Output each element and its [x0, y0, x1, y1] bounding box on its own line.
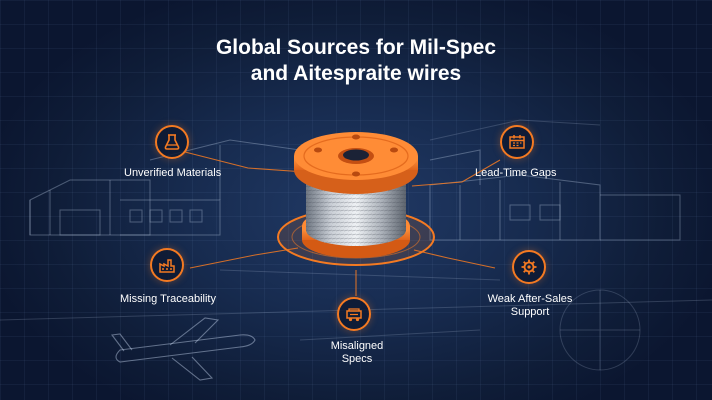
title-line-2: and Aitespraite wires [250, 62, 462, 85]
chemical-flask-icon [164, 134, 180, 150]
callout-after-sales-line1: Weak After-Sales [487, 293, 573, 305]
callout-misaligned-label: Misaligned Specs [322, 340, 392, 366]
callout-after-sales-line2: Support [510, 306, 550, 318]
callout-misaligned-line1: Misaligned [330, 340, 384, 352]
calendar-icon [509, 135, 525, 149]
connector-lines [184, 151, 501, 296]
blueprint-lines-bottom [0, 119, 712, 371]
callout-traceability-badge [150, 248, 184, 282]
callout-after-sales-label: Weak After-Sales Support [482, 293, 578, 319]
callout-lead-time-label: Lead-Time Gaps [475, 167, 557, 179]
callout-misaligned-badge [337, 297, 371, 331]
callout-lead-time-badge [500, 125, 534, 159]
factory-icon [159, 259, 175, 273]
wire-spool [277, 132, 435, 266]
callout-after-sales-badge [512, 250, 546, 284]
truck-icon [346, 308, 362, 322]
callout-traceability-label: Missing Traceability [120, 293, 216, 305]
factory-blueprint-right [429, 149, 681, 241]
callout-unverified-label: Unverified Materials [124, 167, 222, 179]
factory-blueprint-left [29, 139, 301, 236]
gear-icon [521, 259, 537, 275]
callout-unverified-badge [155, 125, 189, 159]
callout-misaligned-line2: Specs [341, 353, 373, 365]
airplane-blueprint [110, 317, 256, 381]
title-line-1: Global Sources for Mil-Spec [215, 36, 497, 59]
